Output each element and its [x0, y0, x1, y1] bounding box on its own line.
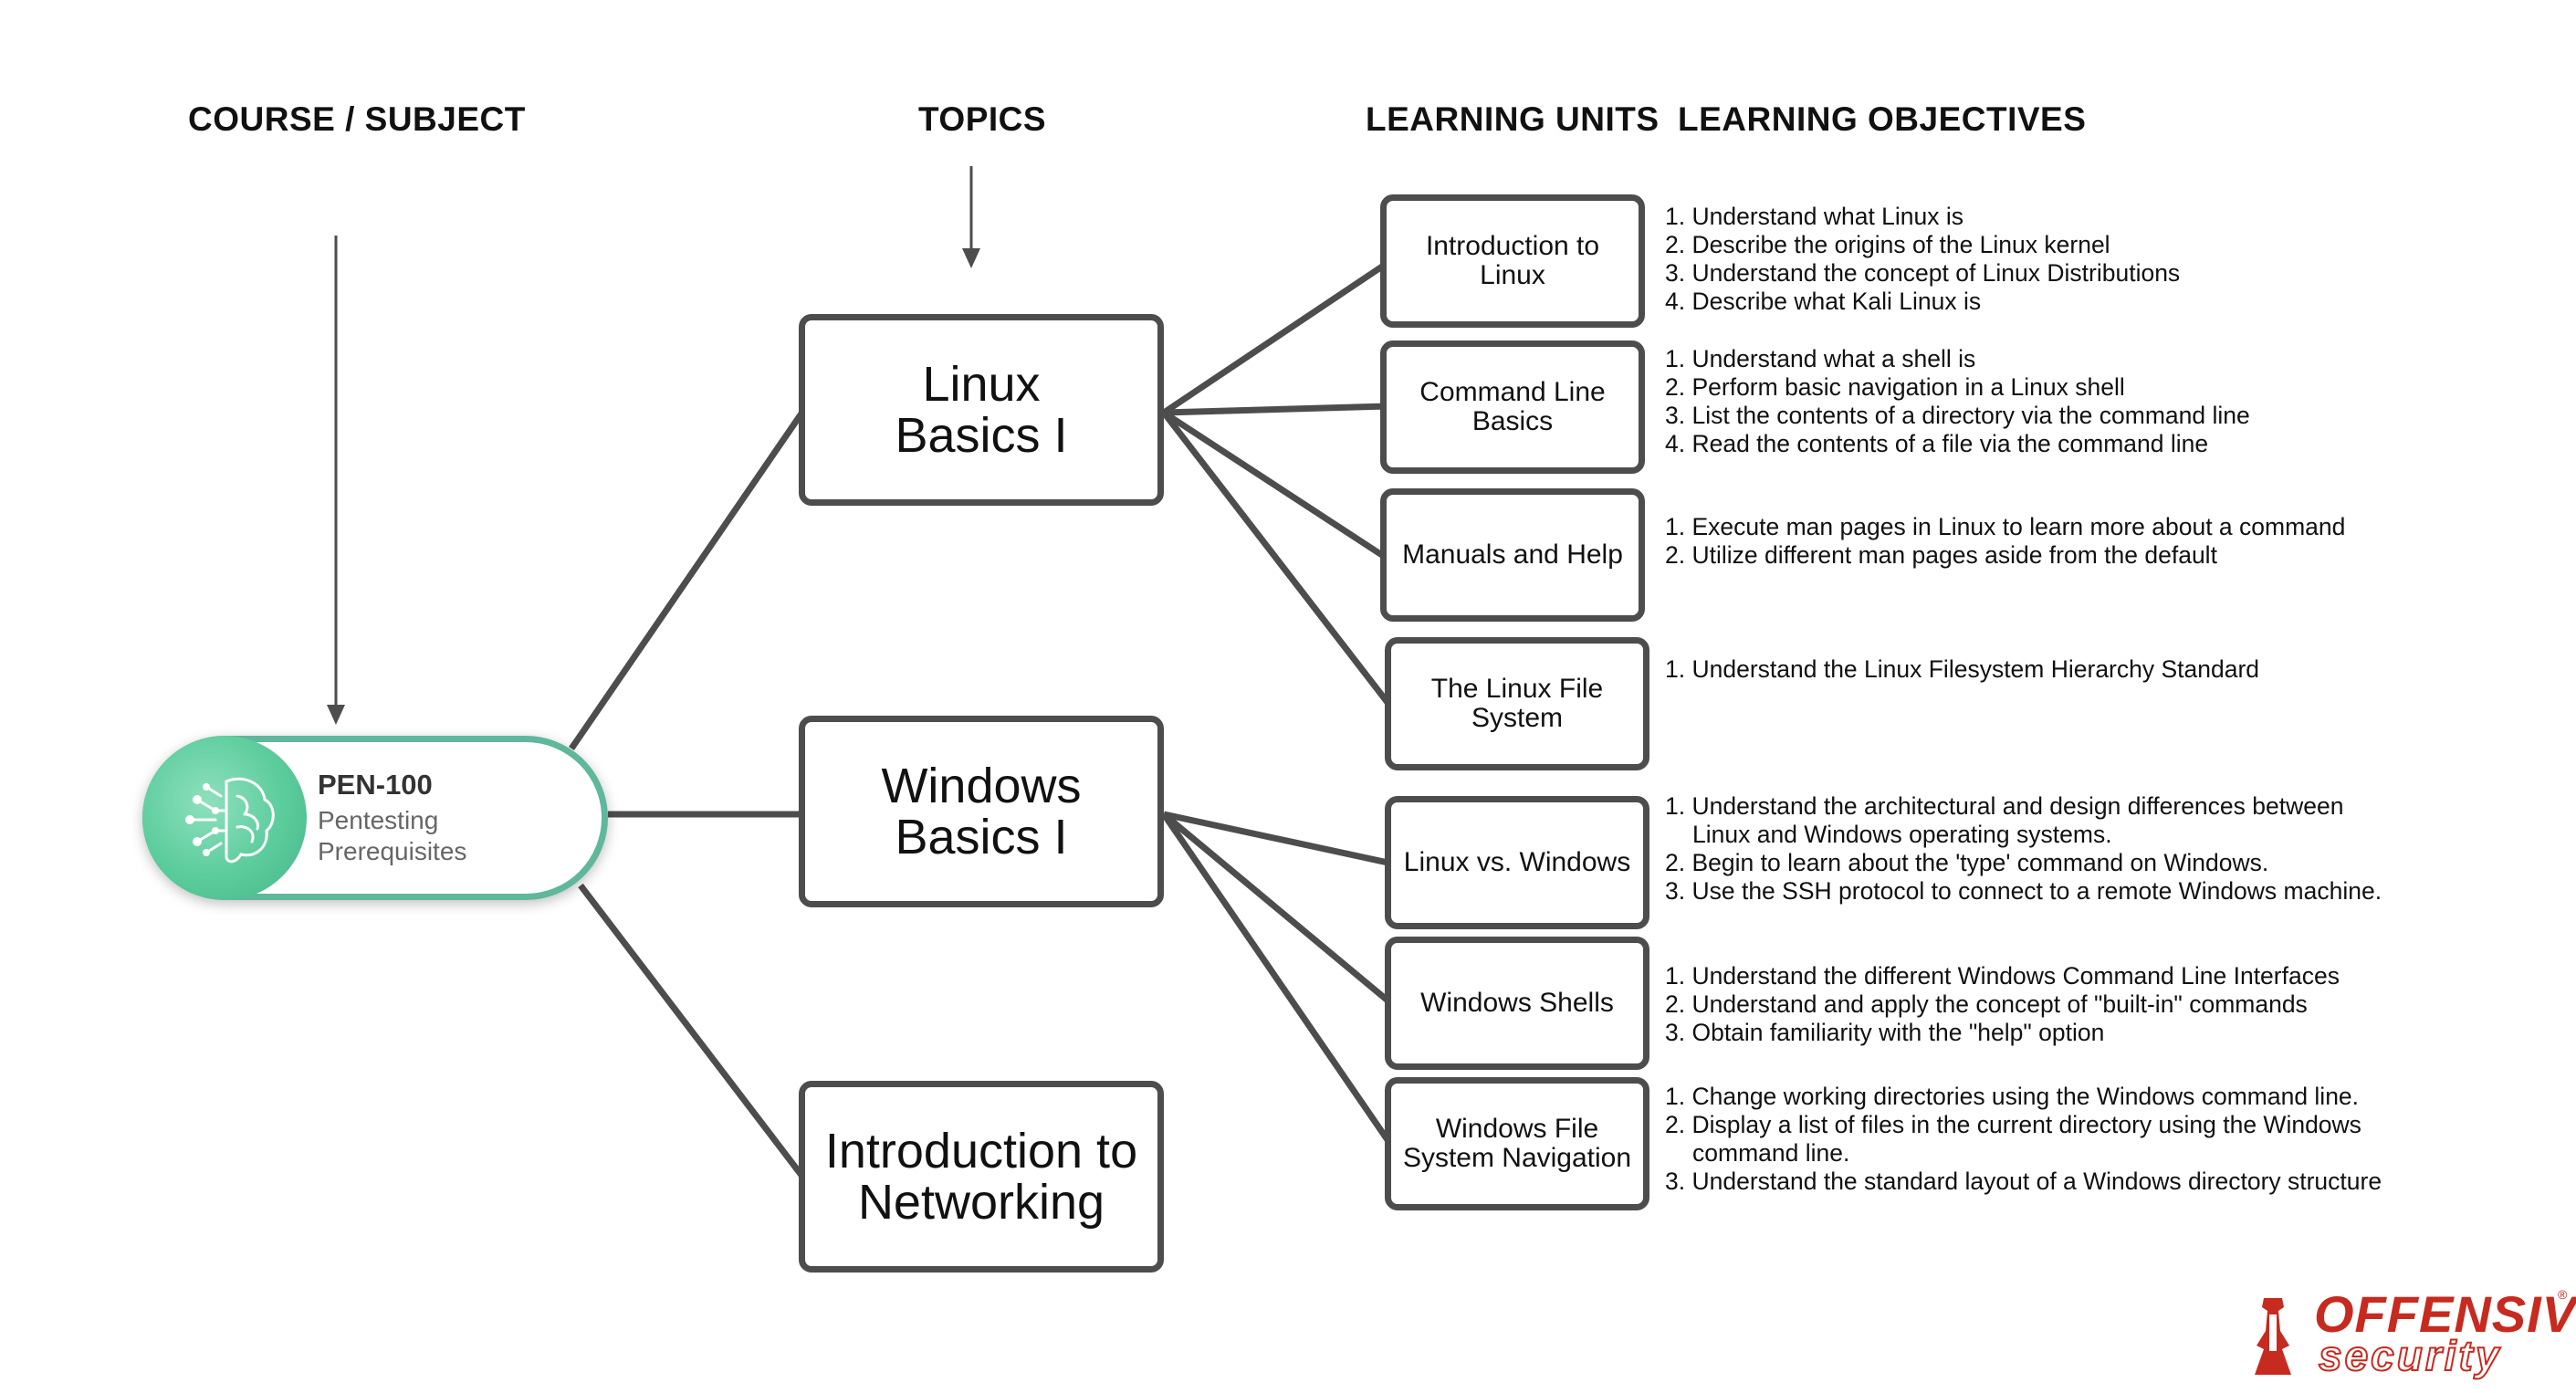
objective-item: 4. Describe what Kali Linux is — [1665, 288, 1982, 315]
objective-item: 1. Execute man pages in Linux to learn m… — [1665, 513, 2346, 540]
link-linux-unit2 — [1163, 403, 1388, 416]
link-linux-unit1 — [1162, 260, 1389, 415]
topic-label: Introduction to Networking — [824, 1124, 1138, 1230]
unit-linux-file-system: The Linux File System — [1385, 637, 1649, 770]
unit-windows-shells: Windows Shells — [1385, 937, 1649, 1070]
objective-item: 1. Change working directories using the … — [1665, 1083, 2360, 1110]
unit-label: Introduction to Linux — [1425, 231, 1600, 290]
link-linux-unit4 — [1161, 410, 1395, 711]
link-windows-unit5 — [1163, 811, 1393, 867]
objective-item: 1. Understand the architectural and desi… — [1665, 792, 2344, 848]
unit-introduction-to-linux: Introduction to Linux — [1380, 194, 1645, 328]
objectives-windows-shells: 1. Understand the different Windows Comm… — [1665, 962, 2487, 1047]
objective-item: 1. Understand the different Windows Comm… — [1665, 962, 2340, 990]
unit-command-line-basics: Command Line Basics — [1380, 340, 1645, 474]
objective-item: 2. Display a list of files in the curren… — [1665, 1111, 2361, 1167]
topic-linux-basics: Linux Basics I — [799, 314, 1164, 506]
objectives-command-line-basics: 1. Understand what a shell is 2. Perform… — [1665, 345, 2487, 458]
link-course-networking — [578, 883, 806, 1180]
objective-item: 2. Begin to learn about the 'type' comma… — [1665, 849, 2269, 876]
topic-label: Linux Basics I — [895, 357, 1068, 463]
link-course-linux — [569, 409, 806, 750]
objective-item: 3. Obtain familiarity with the "help" op… — [1665, 1019, 2105, 1046]
course-arrowhead — [327, 705, 345, 725]
header-course: COURSE / SUBJECT — [188, 100, 526, 138]
objective-item: 3. Use the SSH protocol to connect to a … — [1665, 877, 2382, 905]
objective-item: 2. Utilize different man pages aside fro… — [1665, 541, 2217, 569]
logo-text-offensive: OFFENSIVE — [2314, 1285, 2576, 1343]
course-node: PEN-100 Pentesting Prerequisites — [142, 736, 608, 900]
unit-label: Windows File System Navigation — [1402, 1114, 1632, 1173]
link-windows-unit7 — [1161, 812, 1395, 1148]
objective-item: 3. List the contents of a directory via … — [1665, 402, 2250, 429]
objective-item: 1. Understand the Linux Filesystem Hiera… — [1665, 655, 2260, 683]
pawn-icon — [2255, 1298, 2291, 1375]
topics-arrowhead — [962, 248, 980, 268]
link-windows-unit6 — [1161, 812, 1395, 1007]
objectives-windows-file-system-navigation: 1. Change working directories using the … — [1665, 1083, 2487, 1196]
brain-circuit-icon — [142, 736, 307, 900]
unit-label: Manuals and Help — [1402, 539, 1623, 570]
objective-item: 2. Perform basic navigation in a Linux s… — [1665, 373, 2125, 401]
offensive-security-logo: OFFENSIVE security ® — [2236, 1287, 2576, 1379]
objective-item: 1. Understand what Linux is — [1665, 203, 1964, 230]
unit-linux-vs-windows: Linux vs. Windows — [1385, 796, 1649, 929]
unit-label: Command Line Basics — [1419, 377, 1606, 436]
header-learning-units: LEARNING UNITS — [1366, 100, 1660, 138]
link-linux-unit3 — [1162, 410, 1389, 561]
objectives-linux-vs-windows: 1. Understand the architectural and desi… — [1665, 792, 2487, 906]
objectives-introduction-to-linux: 1. Understand what Linux is 2. Describe … — [1665, 203, 2487, 316]
topic-intro-networking: Introduction to Networking — [799, 1081, 1164, 1273]
objective-item: 2. Understand and apply the concept of "… — [1665, 990, 2308, 1018]
objective-item: 1. Understand what a shell is — [1665, 345, 1976, 372]
logo-text-security: security — [2318, 1332, 2502, 1379]
header-learning-objectives: LEARNING OBJECTIVES — [1678, 100, 2087, 138]
unit-windows-file-system-navigation: Windows File System Navigation — [1385, 1077, 1649, 1210]
objective-item: 4. Read the contents of a file via the c… — [1665, 430, 2209, 457]
unit-manuals-and-help: Manuals and Help — [1380, 488, 1645, 622]
objective-item: 3. Understand the concept of Linux Distr… — [1665, 259, 2181, 287]
unit-label: The Linux File System — [1430, 674, 1604, 733]
objectives-manuals-and-help: 1. Execute man pages in Linux to learn m… — [1665, 513, 2487, 570]
header-topics: TOPICS — [918, 100, 1047, 138]
course-name: Pentesting Prerequisites — [318, 806, 467, 865]
logo-registered-mark: ® — [2558, 1287, 2568, 1302]
course-code: PEN-100 — [318, 769, 433, 801]
objective-item: 3. Understand the standard layout of a W… — [1665, 1168, 2382, 1195]
unit-label: Windows Shells — [1420, 988, 1614, 1018]
topic-label: Windows Basics I — [881, 759, 1082, 864]
objective-item: 2. Describe the origins of the Linux ker… — [1665, 231, 2110, 258]
objectives-linux-file-system: 1. Understand the Linux Filesystem Hiera… — [1665, 655, 2487, 684]
unit-label: Linux vs. Windows — [1403, 847, 1631, 877]
topic-windows-basics: Windows Basics I — [799, 716, 1164, 907]
